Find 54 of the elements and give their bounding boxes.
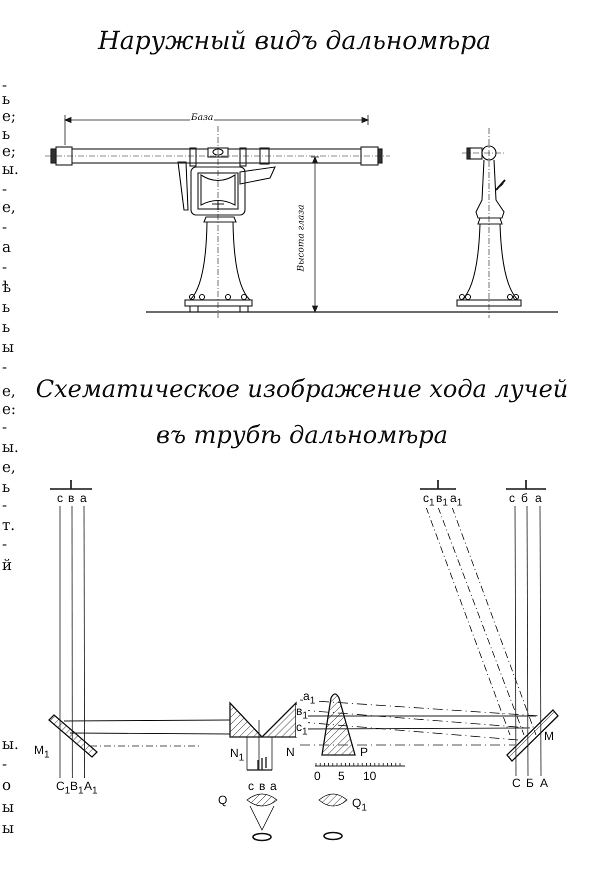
text-fragment: ь xyxy=(2,320,10,335)
ray-point-label: б xyxy=(521,492,528,504)
text-fragment: ь xyxy=(2,480,10,495)
part-label: N$_{1}$ xyxy=(230,747,244,764)
part-label: Q xyxy=(218,794,228,806)
part-label: C$_{1}$ xyxy=(56,780,70,796)
part-label: M$_{1}$ xyxy=(34,744,50,760)
text-fragment: е: xyxy=(2,402,16,417)
part-label: c$_{1}$ xyxy=(296,721,308,738)
text-fragment: ь xyxy=(2,92,10,107)
part-label: P xyxy=(360,746,368,758)
text-fragment: - xyxy=(2,537,8,552)
text-fragment: - xyxy=(2,420,8,435)
section-heading: Схематическое изображение хода лучей въ трубѣ дальномѣра xyxy=(34,374,570,451)
text-fragment: о xyxy=(2,778,12,793)
dimension-label: Высота глаза xyxy=(298,204,306,272)
part-label: в$_{1}$ xyxy=(296,705,308,722)
part-label: C xyxy=(512,777,521,789)
part-label: B$_{1}$ xyxy=(70,780,84,796)
text-fragment: ы. xyxy=(2,162,19,177)
part-label: N xyxy=(286,746,295,758)
text-fragment: ѣ xyxy=(2,280,12,295)
text-fragment: - xyxy=(2,360,8,375)
part-label: A xyxy=(540,777,548,789)
text-fragment: - xyxy=(2,220,8,235)
text-fragment: е, xyxy=(2,200,16,215)
text-fragment: - xyxy=(2,182,8,197)
part-label: A$_{1}$ xyxy=(84,780,98,796)
part-label: 0 xyxy=(314,770,321,782)
text-fragment: т. xyxy=(2,518,16,533)
text-fragment: - xyxy=(2,498,8,513)
text-fragment: ы xyxy=(2,340,14,355)
text-fragment: е, xyxy=(2,384,16,399)
part-label: M xyxy=(544,730,554,742)
part-label: 10 xyxy=(363,770,376,782)
text-fragment: - xyxy=(2,757,8,772)
text-fragment: ы. xyxy=(2,440,19,455)
title: Наружный видъ дальномѣра xyxy=(96,28,492,53)
text-fragment: - xyxy=(2,260,8,275)
text-fragment: ы. xyxy=(2,737,19,752)
text-fragment: й xyxy=(2,558,12,573)
text-fragment: ь xyxy=(2,127,10,142)
dimension-label: База xyxy=(190,114,214,123)
text-fragment: ы xyxy=(2,800,14,815)
text-fragment: ь xyxy=(2,300,10,315)
text-fragment: а xyxy=(2,240,11,255)
text-fragment: е; xyxy=(2,109,16,124)
text-fragment: - xyxy=(2,78,8,93)
text-fragment: е, xyxy=(2,460,16,475)
part-label: Б xyxy=(526,777,534,789)
text-fragment: ы xyxy=(2,821,14,836)
part-label: Q$_{1}$ xyxy=(352,797,367,814)
text-fragment: е; xyxy=(2,144,16,159)
part-label: 5 xyxy=(338,770,345,782)
